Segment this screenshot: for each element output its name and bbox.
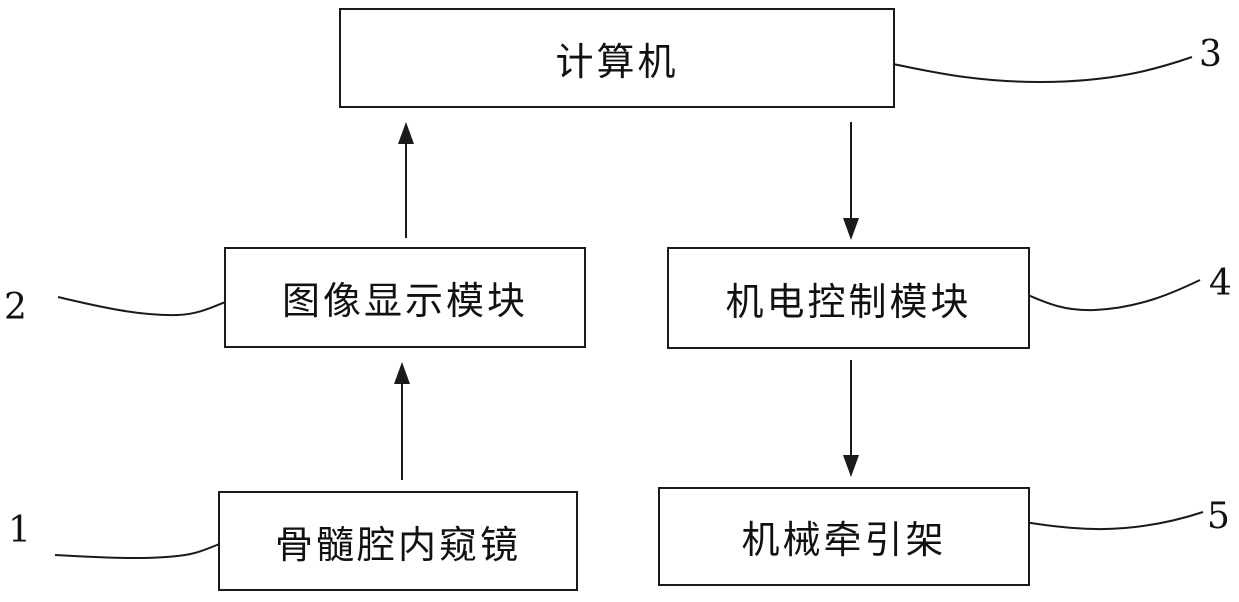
computer-block: 计算机 [339,8,895,108]
endoscope-block: 骨髓腔内窥镜 [218,491,578,591]
electromech-control-module-label: 机电控制模块 [725,271,971,326]
reference-numeral-5: 5 [1207,499,1230,535]
leader-line-3 [868,57,1192,82]
traction-frame-block-label: 机械牵引架 [741,509,946,564]
reference-numeral-1: 1 [8,513,31,549]
image-display-module-label: 图像显示模块 [282,270,528,325]
arrow-endoscope-to-display [394,362,410,480]
reference-numeral-4: 4 [1209,266,1232,302]
arrow-control-to-frame [843,360,859,477]
endoscope-block-label: 骨髓腔内窥镜 [275,514,521,569]
leader-line-5 [1010,512,1203,529]
image-display-module-block: 图像显示模块 [224,247,586,348]
arrow-computer-to-control [843,122,859,240]
electromech-control-module-block: 机电控制模块 [667,247,1030,349]
leader-line-1 [55,538,238,558]
reference-numeral-2: 2 [4,290,27,326]
computer-block-label: 计算机 [555,31,678,86]
arrow-display-to-computer [398,122,414,238]
traction-frame-block: 机械牵引架 [658,487,1030,586]
leader-line-2 [58,297,238,315]
leader-line-4 [1000,280,1200,310]
reference-numeral-3: 3 [1199,37,1222,73]
